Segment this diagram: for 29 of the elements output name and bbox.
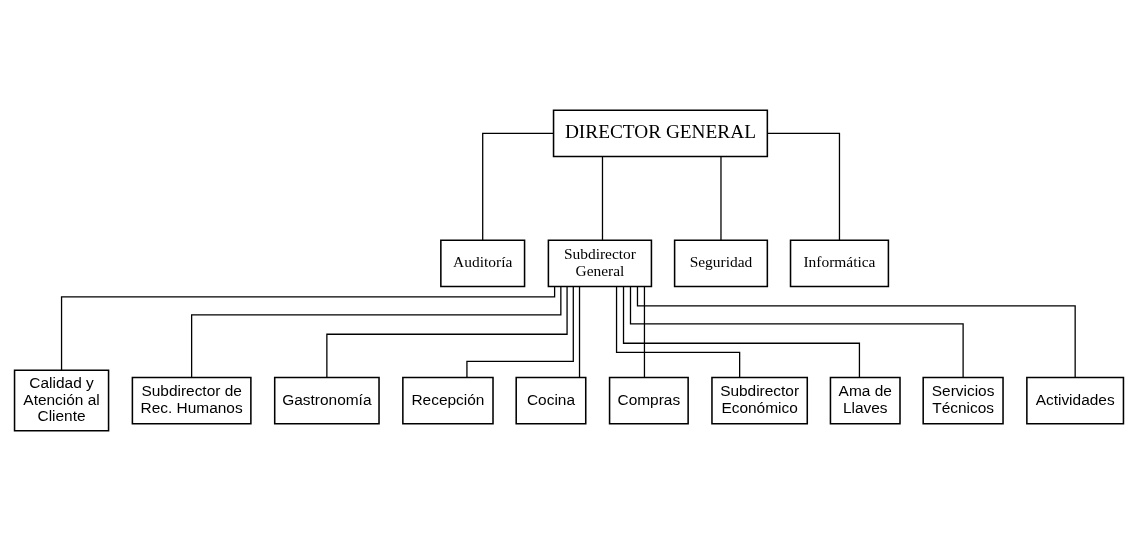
connector [636, 285, 1076, 378]
node-box: Seguridad [673, 238, 769, 287]
connector [767, 132, 841, 241]
node-box: Actividades [1026, 376, 1125, 425]
node-box: Servicios Técnicos [922, 376, 1004, 425]
connector [615, 285, 741, 378]
connector [578, 285, 581, 378]
node-box: DIRECTOR GENERAL [552, 108, 769, 157]
connector [60, 285, 556, 371]
node-box: Ama de Llaves [829, 376, 901, 425]
node-box: Subdirector General [547, 238, 653, 287]
connector [326, 285, 568, 378]
connector [601, 155, 604, 241]
node-box: Gastronomía [273, 376, 380, 425]
connector [622, 285, 861, 378]
node-box: Auditoría [440, 238, 526, 287]
connector [191, 285, 562, 378]
connector [629, 285, 964, 378]
connector [482, 132, 555, 241]
node-box: Recepción [402, 376, 494, 425]
node-box: Compras [608, 376, 689, 425]
connector [643, 285, 646, 378]
node-box: Subdirector Económico [711, 376, 809, 425]
node-box: Informática [789, 238, 890, 287]
node-box: Subdirector de Rec. Humanos [131, 376, 252, 425]
node-box: Cocina [515, 376, 587, 425]
node-box: Calidad y Atención al Cliente [13, 369, 110, 432]
connector [466, 285, 574, 378]
connector [720, 155, 722, 241]
